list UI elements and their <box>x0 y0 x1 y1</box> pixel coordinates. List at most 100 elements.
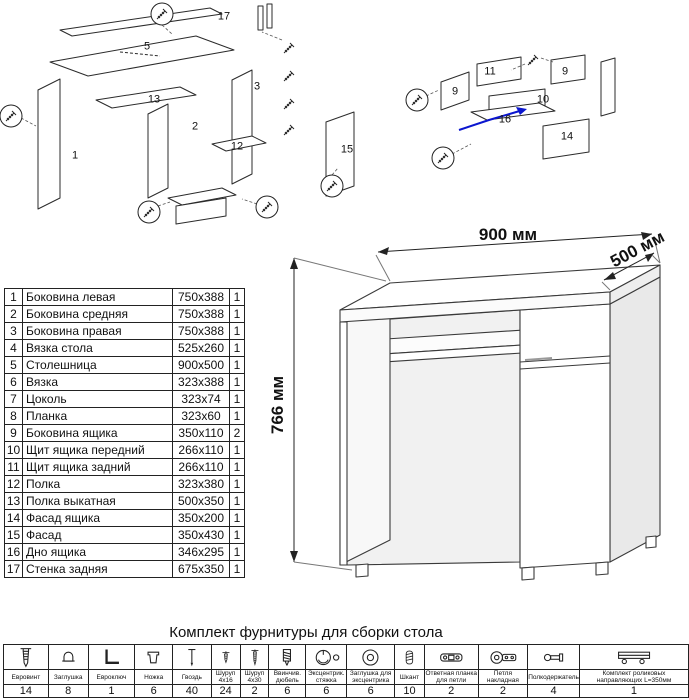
drawer-exploded-drawing <box>405 54 616 170</box>
hardware-item-qty: 4 <box>527 684 580 698</box>
part-qty: 1 <box>229 305 245 323</box>
part-size: 346x295 <box>172 543 230 561</box>
part-size: 750x388 <box>172 322 230 340</box>
width-dimension-label: 900 мм <box>479 225 537 244</box>
part-size: 750x388 <box>172 288 230 306</box>
desk-3d-diagram: 900 мм 500 мм 766 мм <box>268 210 689 605</box>
hardware-item-qty: 6 <box>305 684 348 698</box>
part-name: Полка выкатная <box>22 492 173 510</box>
hardware-item-qty: 8 <box>47 684 89 698</box>
part-name: Щит ящика задний <box>22 458 173 476</box>
drawer-bottom <box>470 102 556 121</box>
drawer-door-seam <box>519 355 611 363</box>
part-size: 750x388 <box>172 305 230 323</box>
part-name: Щит ящика передний <box>22 441 173 459</box>
desk-exploded-drawing <box>0 2 355 225</box>
part-name: Планка <box>22 407 173 425</box>
fastener-callout <box>137 200 161 224</box>
part-plank <box>175 197 227 225</box>
hardware-item-qty: 14 <box>3 684 49 698</box>
screw-4x16-icon <box>210 644 241 670</box>
part-right-side <box>231 69 253 185</box>
part-qty: 1 <box>229 492 245 510</box>
hardware-item-qty: 10 <box>394 684 425 698</box>
part-size: 350x430 <box>172 526 230 544</box>
drawer-slide-icon <box>578 644 689 670</box>
part-size: 350x200 <box>172 509 230 527</box>
fastener-strip <box>283 42 295 136</box>
part-size: 500x350 <box>172 492 230 510</box>
part-qty: 1 <box>229 339 245 357</box>
fastener-callout <box>150 2 174 26</box>
hardware-item-label: Комплект роликовых направляющих L=350мм <box>578 669 689 685</box>
part-left-side <box>37 78 61 210</box>
hardware-item-label: Гвоздь <box>172 669 212 685</box>
hex-key-icon <box>87 644 136 670</box>
part-name: Вязка стола <box>22 339 173 357</box>
pedestal-front <box>519 303 611 569</box>
desktop-right-edge <box>609 264 661 305</box>
screw-dowel-icon <box>268 644 307 670</box>
fastener-callout <box>405 88 429 112</box>
part-name: Дно ящика <box>22 543 173 561</box>
part-size: 323x60 <box>172 407 230 425</box>
hardware-icon-row <box>3 644 689 670</box>
hardware-item-label: Евроключ <box>87 669 136 685</box>
part-name: Боковина ящика <box>22 424 173 442</box>
part-number: 4 <box>4 339 23 357</box>
part-name: Стенка задняя <box>22 560 173 578</box>
drawer-door-seam <box>519 362 611 370</box>
cam-cover-icon <box>346 644 396 670</box>
drawer-rail <box>600 57 616 117</box>
part-size: 323x380 <box>172 475 230 493</box>
hardware-item-label: Ответная планка для петли <box>423 669 479 685</box>
part-qty: 1 <box>229 458 245 476</box>
fastener-callout <box>320 174 344 198</box>
part-plinth <box>167 187 237 206</box>
part-qty: 2 <box>229 424 245 442</box>
shelf-pin-icon <box>527 644 580 670</box>
part-qty: 1 <box>229 560 245 578</box>
hardware-item-label: Евровинт <box>3 669 49 685</box>
part-number: 3 <box>4 322 23 340</box>
drawer-facade <box>542 118 590 160</box>
hardware-item-label: Ввинчив. дюбель <box>268 669 307 685</box>
part-qty: 1 <box>229 356 245 374</box>
drawer-side-left <box>440 71 470 111</box>
part-back-wall <box>59 7 223 37</box>
hinge-plate-icon <box>423 644 479 670</box>
hardware-kit-title: Комплект фурнитуры для сборки стола <box>169 624 443 641</box>
part-desktop <box>49 35 235 77</box>
part-name: Боковина правая <box>22 322 173 340</box>
part-number: 12 <box>4 475 23 493</box>
part-qty: 1 <box>229 288 245 306</box>
part-name: Столешница <box>22 356 173 374</box>
hardware-item-qty: 24 <box>210 684 241 698</box>
desk-leg <box>521 566 535 581</box>
desk-leg <box>355 563 369 578</box>
hardware-item-label: Шуруп 4х30 <box>239 669 270 685</box>
fastener-callout <box>255 195 279 219</box>
hardware-item-label: Заглушка для эксцентрика <box>346 669 396 685</box>
hardware-item-qty: 1 <box>87 684 136 698</box>
hardware-item-qty: 2 <box>477 684 529 698</box>
part-name: Фасад ящика <box>22 509 173 527</box>
wood-dowel-icon <box>394 644 425 670</box>
pedestal-right-side <box>609 276 661 563</box>
part-name: Боковина левая <box>22 288 173 306</box>
part-name: Боковина средняя <box>22 305 173 323</box>
part-qty: 1 <box>229 543 245 561</box>
